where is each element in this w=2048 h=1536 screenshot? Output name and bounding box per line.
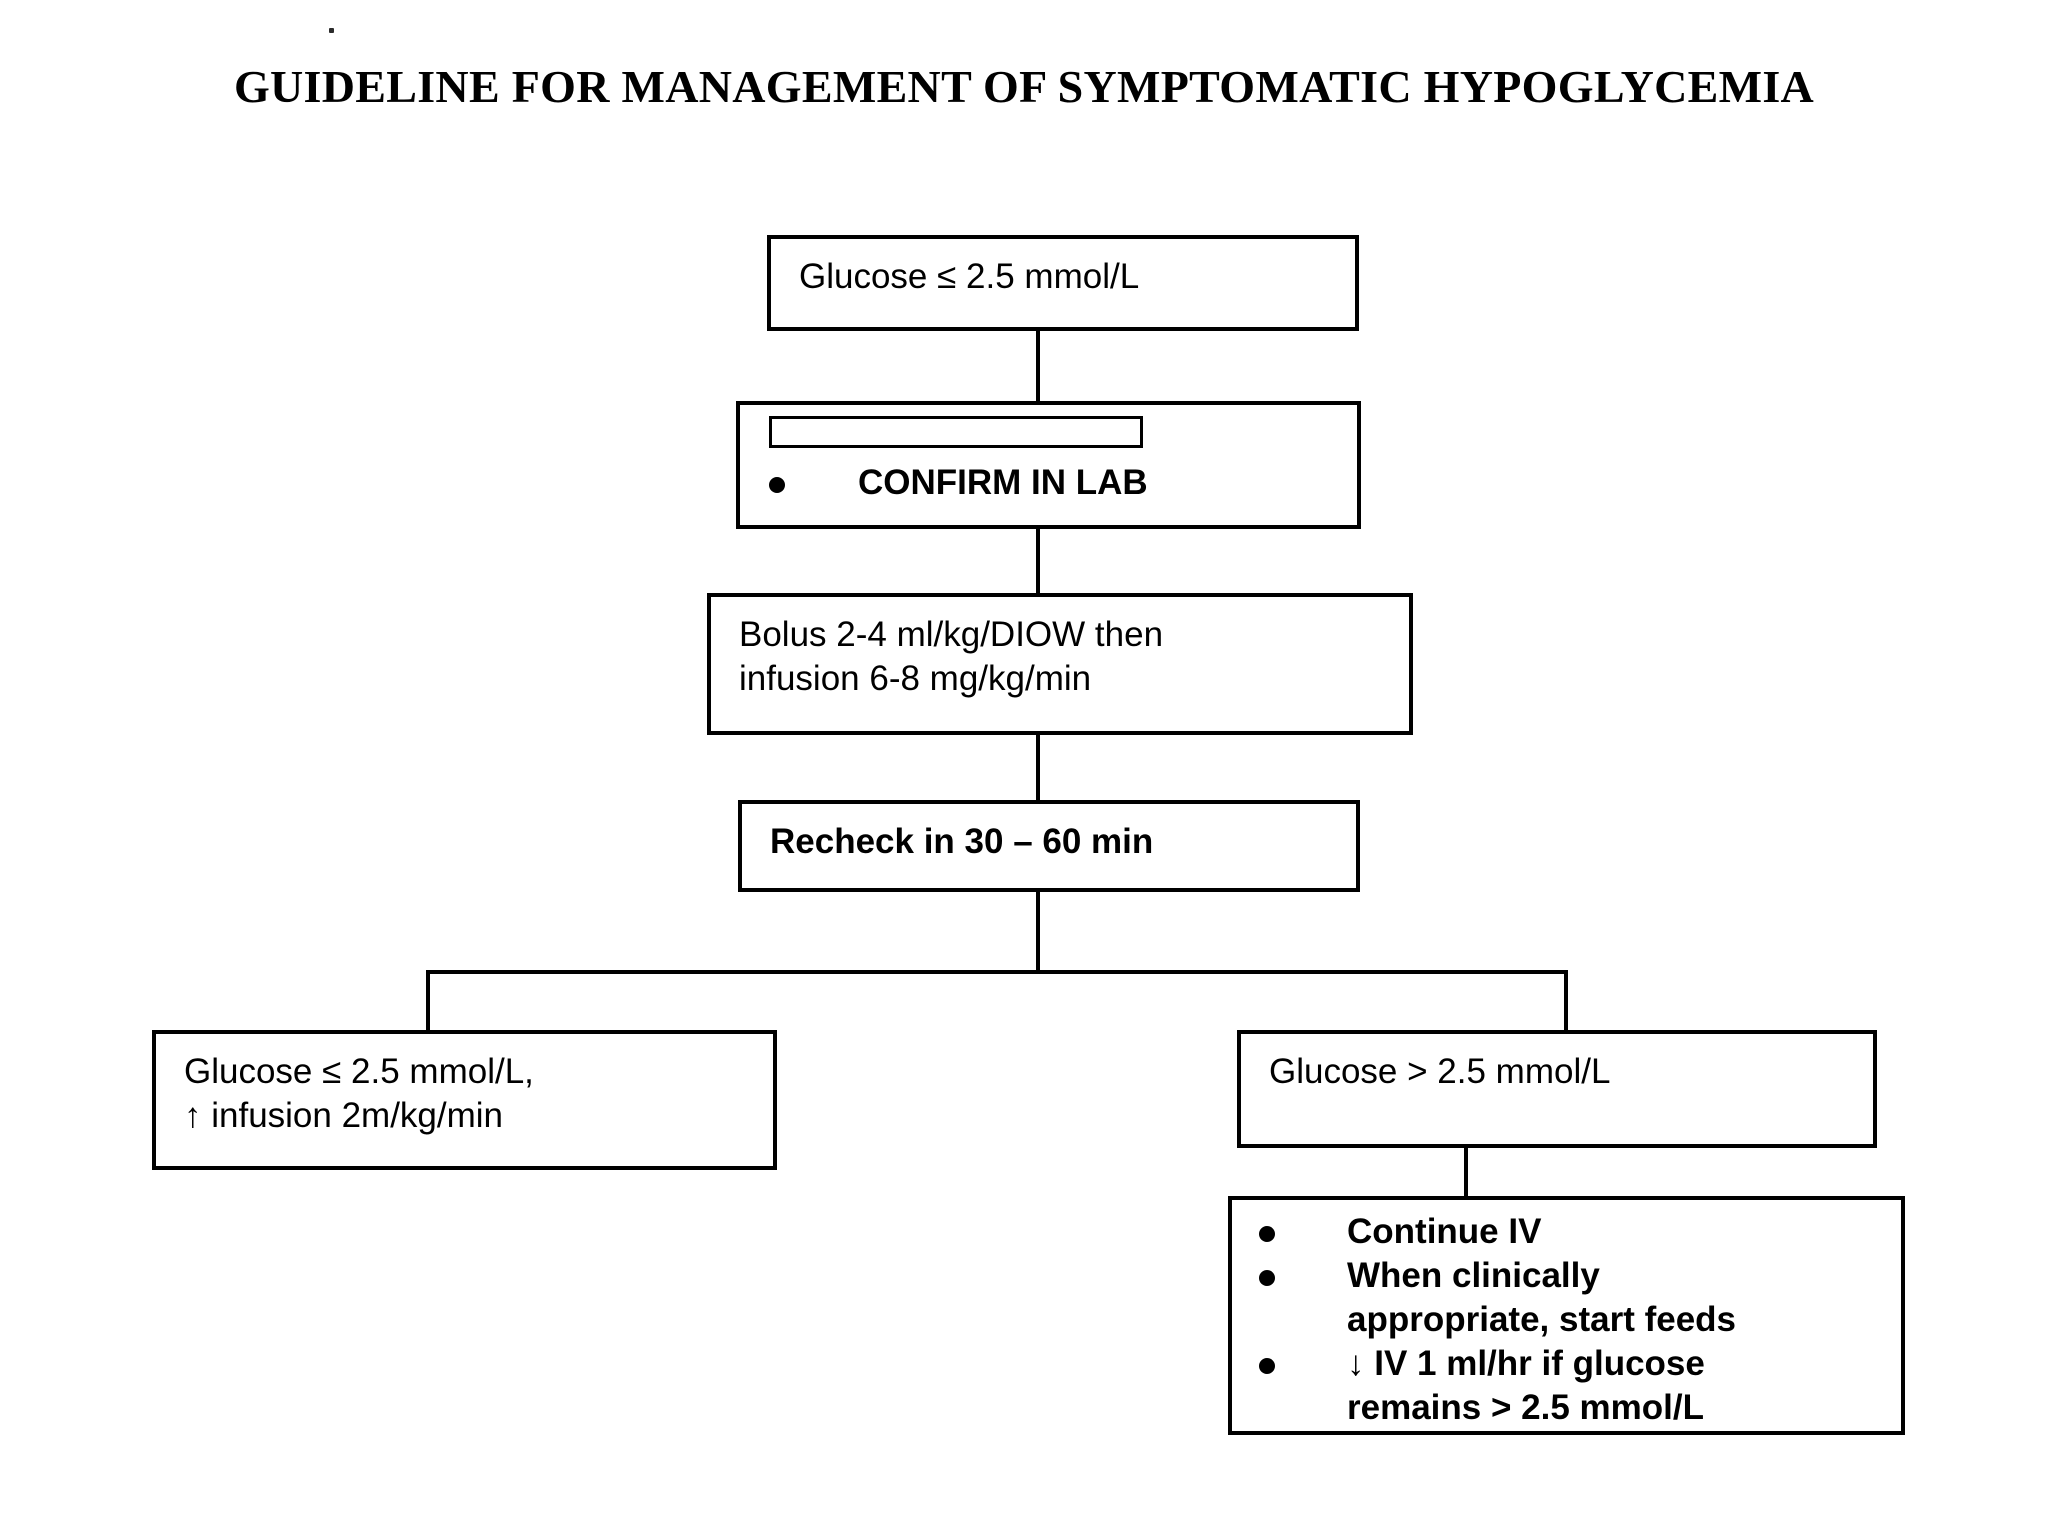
connector-confirm-to-bolus bbox=[1036, 528, 1040, 593]
connector-recheck-stem bbox=[1036, 892, 1040, 974]
node-confirm-lab[interactable]: CONFIRM IN LAB bbox=[736, 401, 1361, 529]
connector-high-to-continue bbox=[1464, 1148, 1468, 1198]
continue-plan-bullet-2: When clinically appropriate, start feeds bbox=[1347, 1256, 1736, 1340]
node-glucose-low[interactable]: Glucose ≤ 2.5 mmol/L bbox=[767, 235, 1359, 331]
node-recheck[interactable]: Recheck in 30 – 60 min bbox=[738, 800, 1360, 892]
node-branch-low[interactable]: Glucose ≤ 2.5 mmol/L, ↑ infusion 2m/kg/m… bbox=[152, 1030, 777, 1170]
node-bolus-infusion[interactable]: Bolus 2-4 ml/kg/DIOW then infusion 6-8 m… bbox=[707, 593, 1413, 735]
node-glucose-low-label: Glucose ≤ 2.5 mmol/L bbox=[799, 257, 1140, 296]
node-branch-high-label: Glucose > 2.5 mmol/L bbox=[1269, 1052, 1611, 1091]
bullet-dot-icon bbox=[769, 477, 785, 493]
connector-split-left-drop bbox=[426, 970, 430, 1030]
connector-bolus-to-recheck bbox=[1036, 735, 1040, 800]
node-branch-low-label: Glucose ≤ 2.5 mmol/L, ↑ infusion 2m/kg/m… bbox=[184, 1052, 534, 1136]
node-continue-plan[interactable]: Continue IV When clinically appropriate,… bbox=[1228, 1196, 1905, 1435]
blank-rectangle-placeholder bbox=[769, 416, 1143, 448]
page-title: GUIDELINE FOR MANAGEMENT OF SYMPTOMATIC … bbox=[233, 61, 1815, 112]
node-branch-high[interactable]: Glucose > 2.5 mmol/L bbox=[1237, 1030, 1877, 1148]
connector-split-bar bbox=[426, 970, 1568, 974]
bullet-dot-icon bbox=[1259, 1270, 1275, 1286]
node-bolus-infusion-label: Bolus 2-4 ml/kg/DIOW then infusion 6-8 m… bbox=[739, 615, 1164, 699]
scan-speck-artifact bbox=[329, 28, 334, 33]
bullet-dot-icon bbox=[1259, 1358, 1275, 1374]
connector-glucose-low-to-confirm bbox=[1036, 329, 1040, 401]
connector-split-right-drop bbox=[1564, 970, 1568, 1030]
bullet-dot-icon bbox=[1259, 1226, 1275, 1242]
list-item: ↓ IV 1 ml/hr if glucose remains > 2.5 mm… bbox=[1259, 1342, 1705, 1430]
list-item: When clinically appropriate, start feeds bbox=[1259, 1254, 1736, 1342]
node-confirm-lab-bullet: CONFIRM IN LAB bbox=[769, 461, 1148, 505]
continue-plan-bullet-3: ↓ IV 1 ml/hr if glucose remains > 2.5 mm… bbox=[1347, 1344, 1705, 1428]
continue-plan-bullet-1: Continue IV bbox=[1347, 1212, 1542, 1251]
node-recheck-label: Recheck in 30 – 60 min bbox=[770, 822, 1154, 861]
list-item: Continue IV bbox=[1259, 1210, 1541, 1254]
node-confirm-lab-label: CONFIRM IN LAB bbox=[858, 463, 1148, 502]
